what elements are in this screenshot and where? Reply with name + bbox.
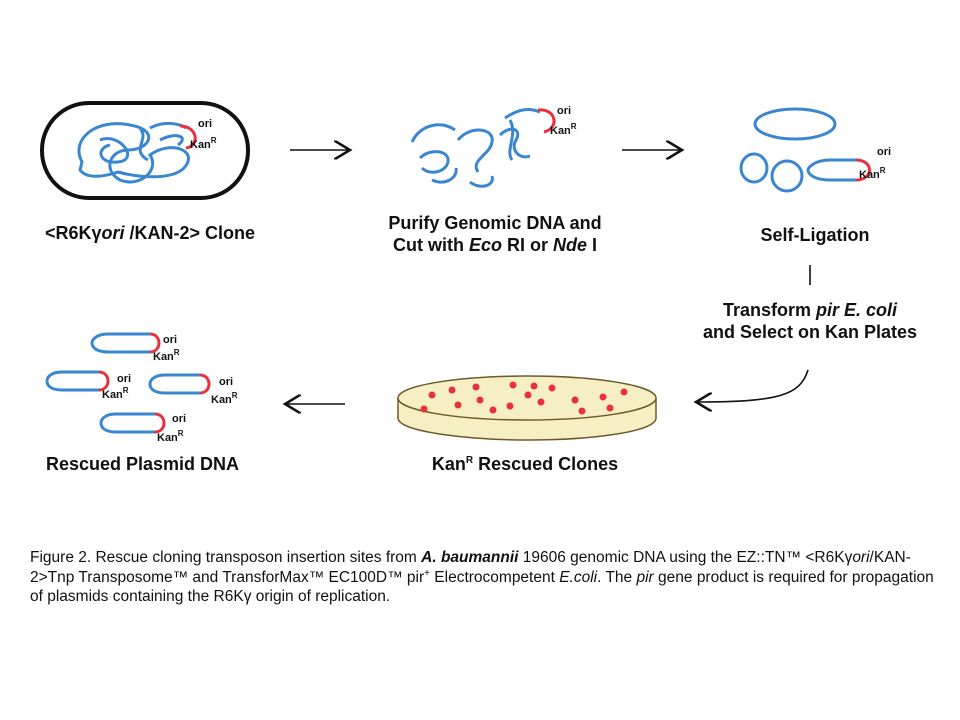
p4-kan-label: KanR [157, 429, 184, 444]
transform-line2: and Select on Kan Plates [702, 322, 918, 342]
cell-ori-label: ori [198, 118, 212, 130]
p2-kan-label: KanR [102, 386, 129, 401]
ligated-circles [739, 107, 856, 193]
plasmid-1 [90, 332, 161, 354]
p3-ori-label: ori [219, 376, 233, 388]
curved-arrow [696, 369, 809, 402]
plasmid-4 [99, 412, 166, 434]
p3-kan-label: KanR [211, 391, 238, 406]
p1-ori-label: ori [163, 334, 177, 346]
petri-plate [397, 375, 657, 441]
rescued-clones-label: KanR Rescued Clones [431, 454, 619, 474]
cell-kan-label: KanR [190, 136, 217, 151]
frag-ori-label: ori [557, 105, 571, 117]
rescued-plasmid-label: Rescued Plasmid DNA [45, 454, 240, 474]
genomic-dna-fragments [410, 108, 541, 188]
lig-ori-label: ori [877, 146, 891, 158]
p1-kan-label: KanR [153, 348, 180, 363]
lig-kan-label: KanR [859, 166, 886, 181]
clone-label: <R6Kγori /KAN-2> Clone [44, 223, 256, 243]
diagram-canvas: ori KanR ori KanR ori KanR [40, 101, 891, 444]
purify-line2: Cut with Eco RI or Nde I [392, 235, 598, 255]
purify-label: Purify Genomic DNA and Cut with Eco RI o… [345, 212, 645, 256]
purify-line1: Purify Genomic DNA and [388, 213, 602, 233]
ligated-kan-region [855, 158, 871, 182]
transform-label: Transform pir E. coli and Select on Kan … [660, 299, 960, 343]
p2-ori-label: ori [117, 373, 131, 385]
plasmid-3 [148, 373, 211, 395]
colonies [420, 381, 628, 415]
self-ligation-label: Self-Ligation [760, 225, 870, 245]
bacterial-cell [40, 101, 250, 200]
p4-ori-label: ori [172, 413, 186, 425]
transform-line1: Transform pir E. coli [722, 300, 898, 320]
fragment-kan-region [537, 108, 556, 134]
frag-kan-label: KanR [550, 122, 577, 137]
figure-caption: Figure 2. Rescue cloning transposon inse… [30, 549, 934, 605]
plasmid-2 [45, 370, 110, 392]
